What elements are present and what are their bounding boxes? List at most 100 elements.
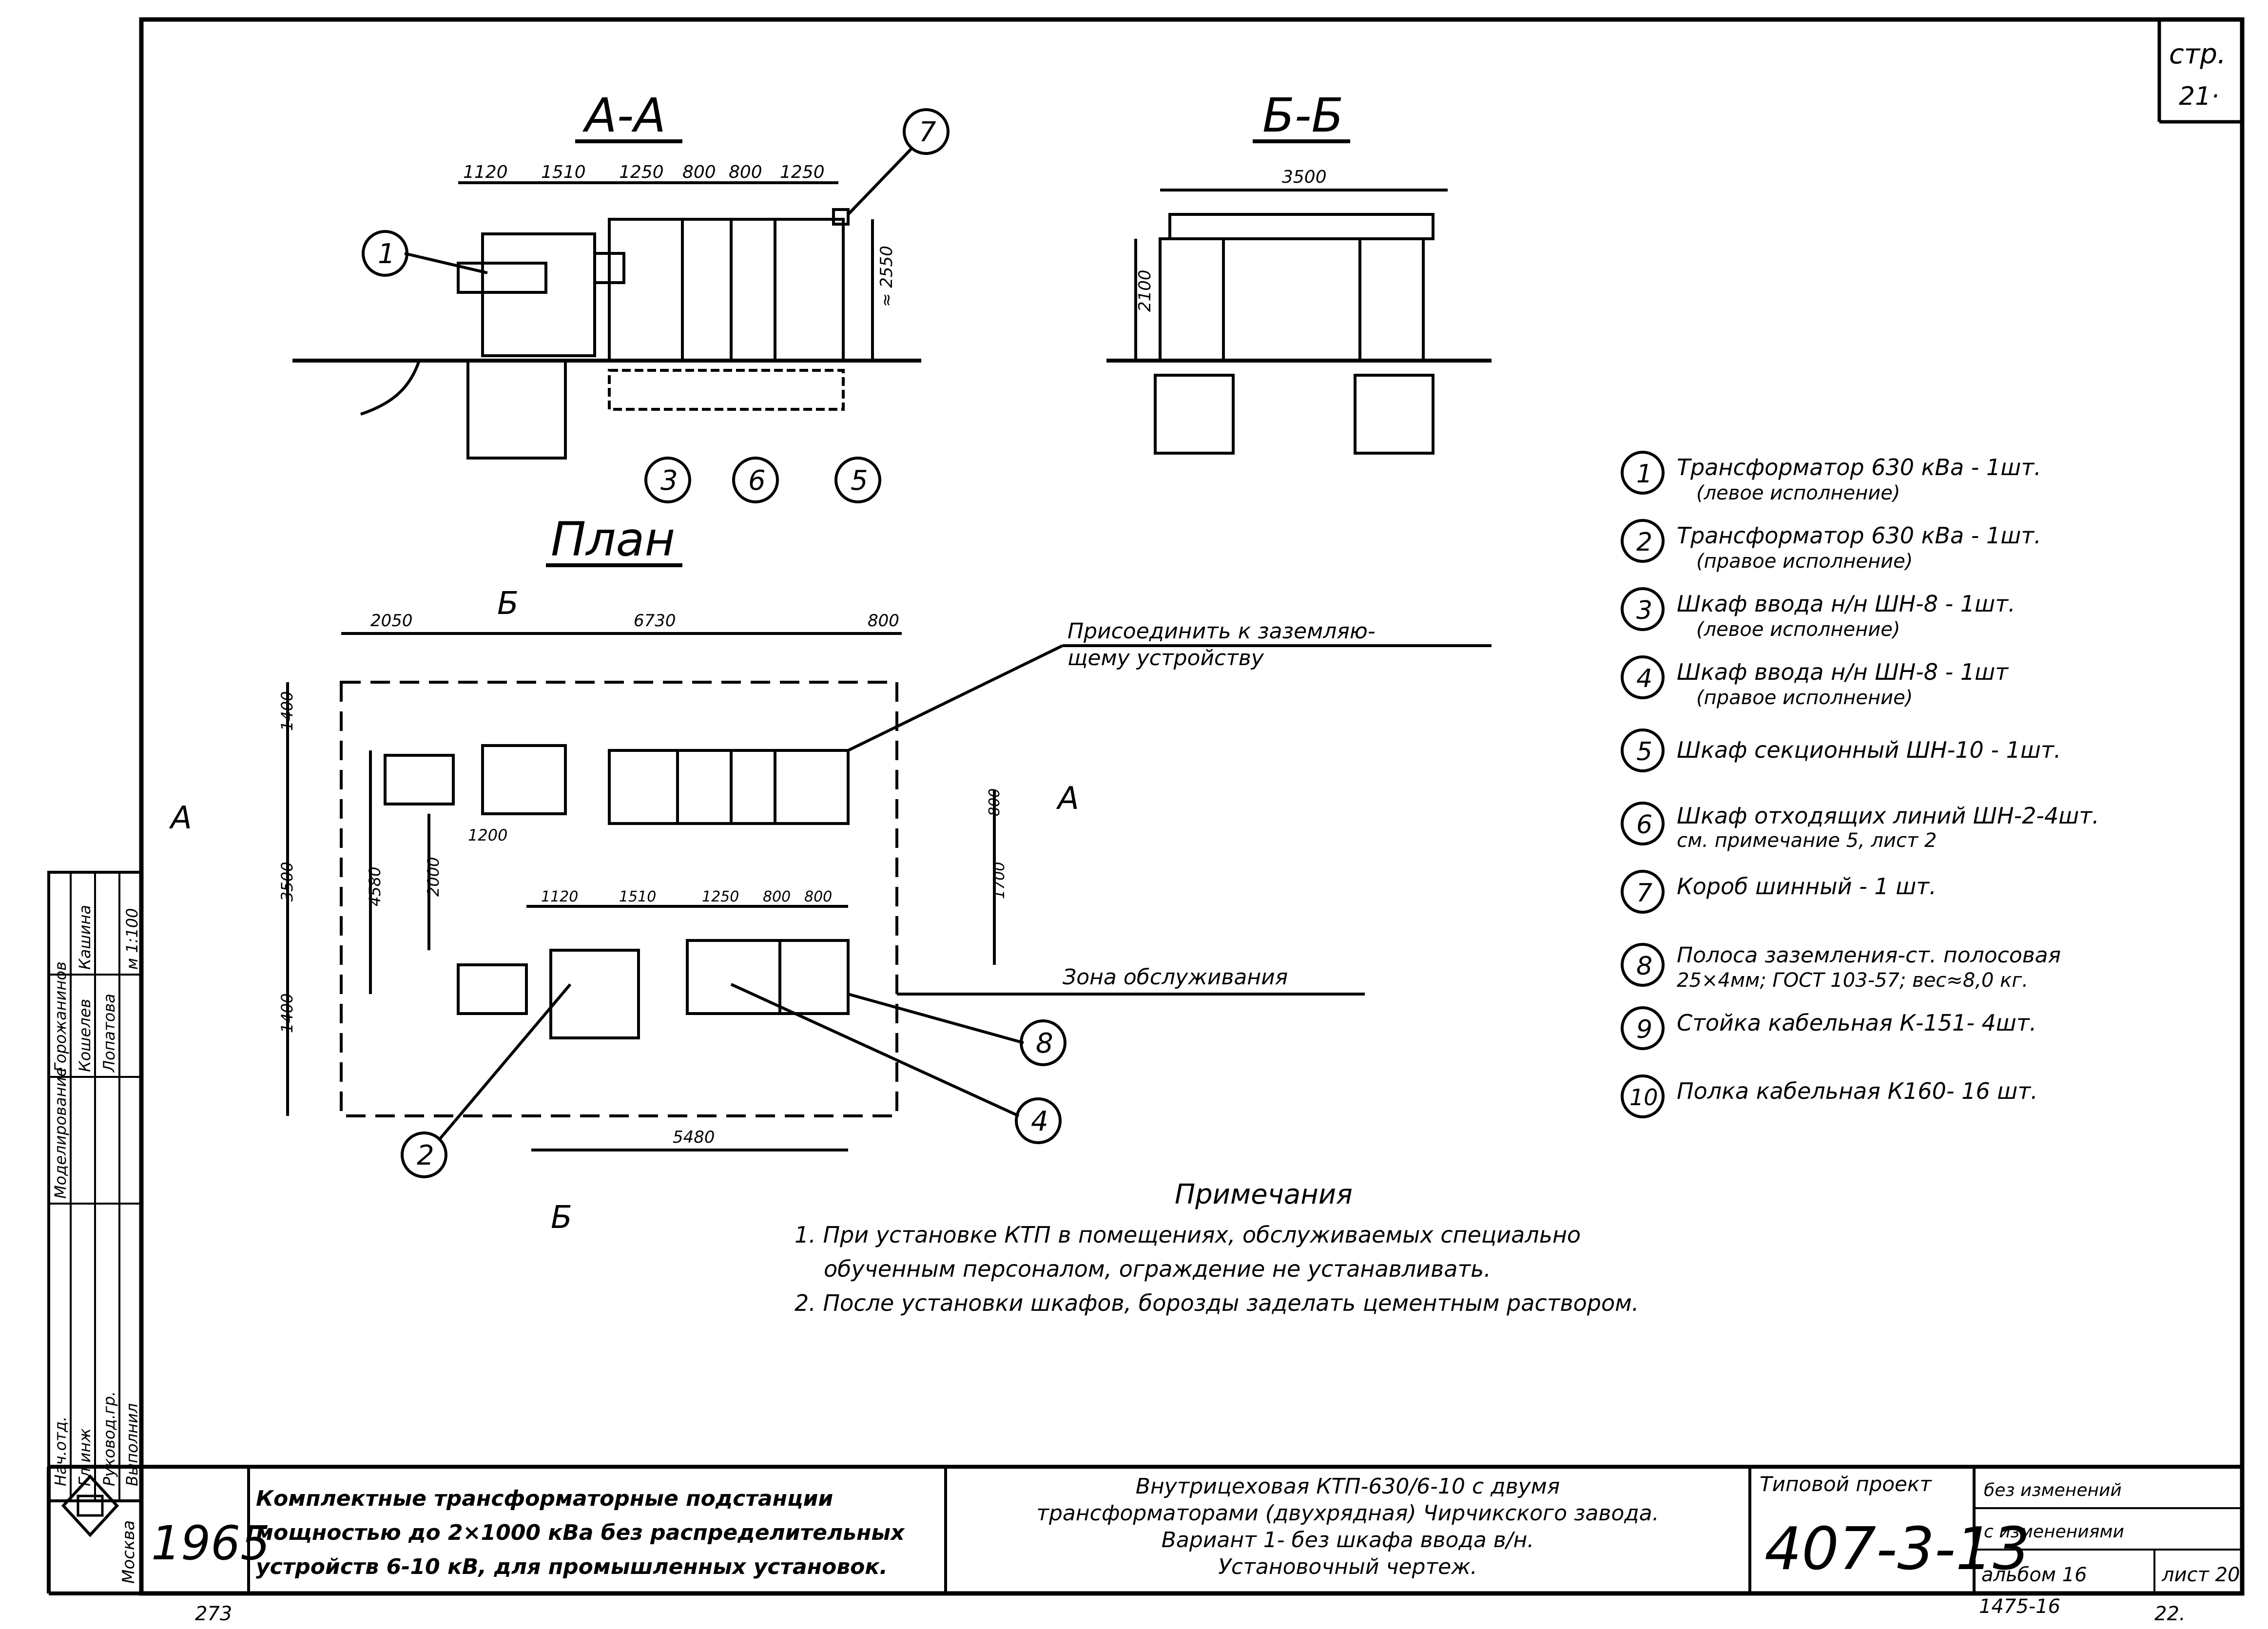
series-title-line: мощностью до 2×1000 кВа без распределите… bbox=[256, 1520, 905, 1545]
section-bb-view: Б-Б 3500 2100 bbox=[1106, 88, 1492, 455]
legend-num: 2 bbox=[1636, 528, 1652, 557]
sheet-title-line: трансформаторами (двухрядная) Чирчикског… bbox=[1036, 1501, 1659, 1526]
section-aa-view: А-А 1120 1510 1250 800 800 1250 ≈ 2550 bbox=[292, 88, 950, 503]
stamp-role: Нач.отд. bbox=[51, 1417, 70, 1486]
plan-row-dim-2: 1510 bbox=[619, 888, 656, 905]
legend-num: 4 bbox=[1636, 664, 1652, 693]
stamp-extra: Кашина bbox=[76, 905, 94, 970]
plan-right-dim-1: 800 bbox=[986, 788, 1003, 816]
legend-num: 10 bbox=[1629, 1084, 1658, 1111]
legend-item: 4 Шкаф ввода н/н ШН-8 - 1шт (правое испо… bbox=[1621, 655, 2009, 709]
note-line: 2. После установки шкафов, борозды задел… bbox=[795, 1290, 1639, 1316]
change-bottom: с изменениями bbox=[1984, 1522, 2124, 1542]
plan-callout-4: 4 bbox=[1031, 1106, 1048, 1137]
legend-item: 5 Шкаф секционный ШН-10 - 1шт. bbox=[1621, 728, 2061, 772]
footer-code: 1475-16 bbox=[1979, 1595, 2060, 1618]
legend-text: Трансформатор 630 кВа - 1шт. bbox=[1677, 522, 2041, 549]
legend-text: Трансформатор 630 кВа - 1шт. bbox=[1677, 454, 2041, 480]
section-bb-title: Б-Б bbox=[1262, 88, 1343, 143]
sheet-corner-value: 21· bbox=[2179, 82, 2219, 111]
aa-height-dim: ≈ 2550 bbox=[877, 246, 896, 307]
legend-num: 6 bbox=[1636, 810, 1652, 840]
plan-mark-a-left: А bbox=[169, 800, 192, 836]
aa-callout-6: 6 bbox=[748, 465, 766, 497]
legend-text: Короб шинный - 1 шт. bbox=[1677, 873, 1937, 900]
plan-annotation-ground-2: щему устройству bbox=[1067, 646, 1264, 671]
plan-title: План bbox=[551, 512, 675, 567]
legend-item: 7 Короб шинный - 1 шт. bbox=[1621, 870, 1937, 914]
side-stamp: Нач.отд. Гл.инж Руковод.гр. Выполнил Гор… bbox=[47, 871, 143, 1502]
legend-sub: 25×4мм; ГОСТ 103-57; вес≈8,0 кг. bbox=[1677, 969, 2028, 992]
legend-sub: (левое исполнение) bbox=[1696, 618, 1900, 641]
legend-num: 8 bbox=[1636, 952, 1652, 981]
plan-top-dim-2: 6730 bbox=[634, 611, 676, 631]
plan-annotation-ground-1: Присоединить к заземляю- bbox=[1067, 619, 1376, 644]
aa-callout-7: 7 bbox=[919, 116, 936, 148]
legend-sub: (левое исполнение) bbox=[1696, 482, 1900, 504]
sheet-title-line: Внутрицеховая КТП-630/6-10 с двумя bbox=[1136, 1474, 1560, 1499]
legend-sub: (правое исполнение) bbox=[1696, 687, 1913, 709]
note-line: обученным персоналом, ограждение не уста… bbox=[824, 1256, 1491, 1282]
legend-text: Шкаф отходящих линий ШН-2-4шт. bbox=[1677, 803, 2099, 829]
legend-num: 3 bbox=[1636, 596, 1652, 625]
legend-text: Стойка кабельная К-151- 4шт. bbox=[1677, 1010, 2036, 1036]
plan-annotation-zone: Зона обслуживания bbox=[1063, 965, 1288, 990]
legend-item: 3 Шкаф ввода н/н ШН-8 - 1шт. (левое испо… bbox=[1621, 587, 2016, 641]
legend-text: Шкаф ввода н/н ШН-8 - 1шт bbox=[1677, 659, 2009, 685]
aa-dim-3: 1250 bbox=[619, 162, 664, 182]
title-org: Москва bbox=[119, 1520, 138, 1584]
legend-item: 1 Трансформатор 630 кВа - 1шт. (левое ис… bbox=[1621, 451, 2041, 504]
aa-dim-2: 1510 bbox=[541, 162, 586, 182]
legend-sub: см. примечание 5, лист 2 bbox=[1677, 829, 1937, 852]
drawing-frame bbox=[139, 17, 2245, 1596]
plan-left-dim-1: 1400 bbox=[278, 691, 296, 731]
stamp-scale: м 1:100 bbox=[123, 908, 141, 970]
bb-width-dim: 3500 bbox=[1282, 167, 1327, 187]
legend-item: 9 Стойка кабельная К-151- 4шт. bbox=[1621, 1006, 2036, 1050]
legend-item: 2 Трансформатор 630 кВа - 1шт. (правое и… bbox=[1621, 519, 2041, 573]
legend-item: 6 Шкаф отходящих линий ШН-2-4шт. см. при… bbox=[1621, 802, 2099, 852]
plan-mark-b-top: Б bbox=[497, 586, 519, 622]
plan-top-dim-3: 800 bbox=[868, 611, 899, 631]
sheet-label: лист 20 bbox=[2161, 1564, 2240, 1586]
bb-height-dim: 2100 bbox=[1135, 269, 1155, 312]
plan-top-dim-1: 2050 bbox=[370, 611, 413, 631]
title-year: 1965 bbox=[151, 1516, 270, 1571]
stamp-name: Кошелев bbox=[76, 999, 94, 1072]
sheet-title-line: Вариант 1- без шкафа ввода в/н. bbox=[1162, 1528, 1534, 1552]
aa-dim-5: 800 bbox=[729, 162, 762, 182]
legend-sub: (правое исполнение) bbox=[1696, 550, 1913, 573]
project-label: Типовой проект bbox=[1760, 1472, 1932, 1496]
legend-item: 10 Полка кабельная К160- 16 шт. bbox=[1621, 1074, 2038, 1118]
sheet-title-line: Установочный чертеж. bbox=[1218, 1554, 1477, 1579]
legend-num: 7 bbox=[1636, 879, 1652, 908]
note-line: 1. При установке КТП в помещениях, обслу… bbox=[795, 1222, 1581, 1248]
stamp-role: Выполнил bbox=[123, 1403, 141, 1486]
change-top: без изменений bbox=[1984, 1480, 2122, 1500]
notes: Примечания 1. При установке КТП в помеще… bbox=[795, 1179, 1639, 1316]
legend-text: Шкаф ввода н/н ШН-8 - 1шт. bbox=[1677, 591, 2016, 617]
legend: 1 Трансформатор 630 кВа - 1шт. (левое ис… bbox=[1621, 451, 2099, 1118]
plan-bottom-dim: 5480 bbox=[673, 1128, 715, 1147]
plan-row-dim-4: 800 bbox=[763, 888, 791, 905]
plan-view: План 2050 6730 800 1400 3500 1400 4580 2… bbox=[169, 512, 1492, 1236]
plan-inner-dim-1: 4580 bbox=[366, 867, 384, 906]
aa-callout-5: 5 bbox=[851, 465, 868, 497]
plan-left-dim-3: 1400 bbox=[278, 994, 296, 1033]
plan-callout-2: 2 bbox=[417, 1140, 434, 1171]
title-block: Москва 1965 Комплектные трансформаторные… bbox=[47, 1465, 2242, 1595]
plan-left-dim-2: 3500 bbox=[278, 862, 296, 901]
footer-page: 22. bbox=[2154, 1603, 2186, 1625]
stamp-extra: Моделирование bbox=[51, 1067, 70, 1199]
legend-num: 1 bbox=[1636, 460, 1652, 489]
legend-num: 5 bbox=[1636, 737, 1652, 767]
aa-dim-6: 1250 bbox=[780, 162, 825, 182]
plan-row-dim-3: 1250 bbox=[702, 888, 739, 905]
legend-text: Полка кабельная К160- 16 шт. bbox=[1677, 1078, 2038, 1104]
stamp-role: Руковод.гр. bbox=[100, 1391, 118, 1486]
legend-text: Шкаф секционный ШН-10 - 1шт. bbox=[1677, 737, 2061, 763]
aa-callout-1: 1 bbox=[378, 238, 395, 270]
plan-mark-a-right: А bbox=[1056, 781, 1079, 817]
org-logo-icon bbox=[61, 1474, 119, 1537]
